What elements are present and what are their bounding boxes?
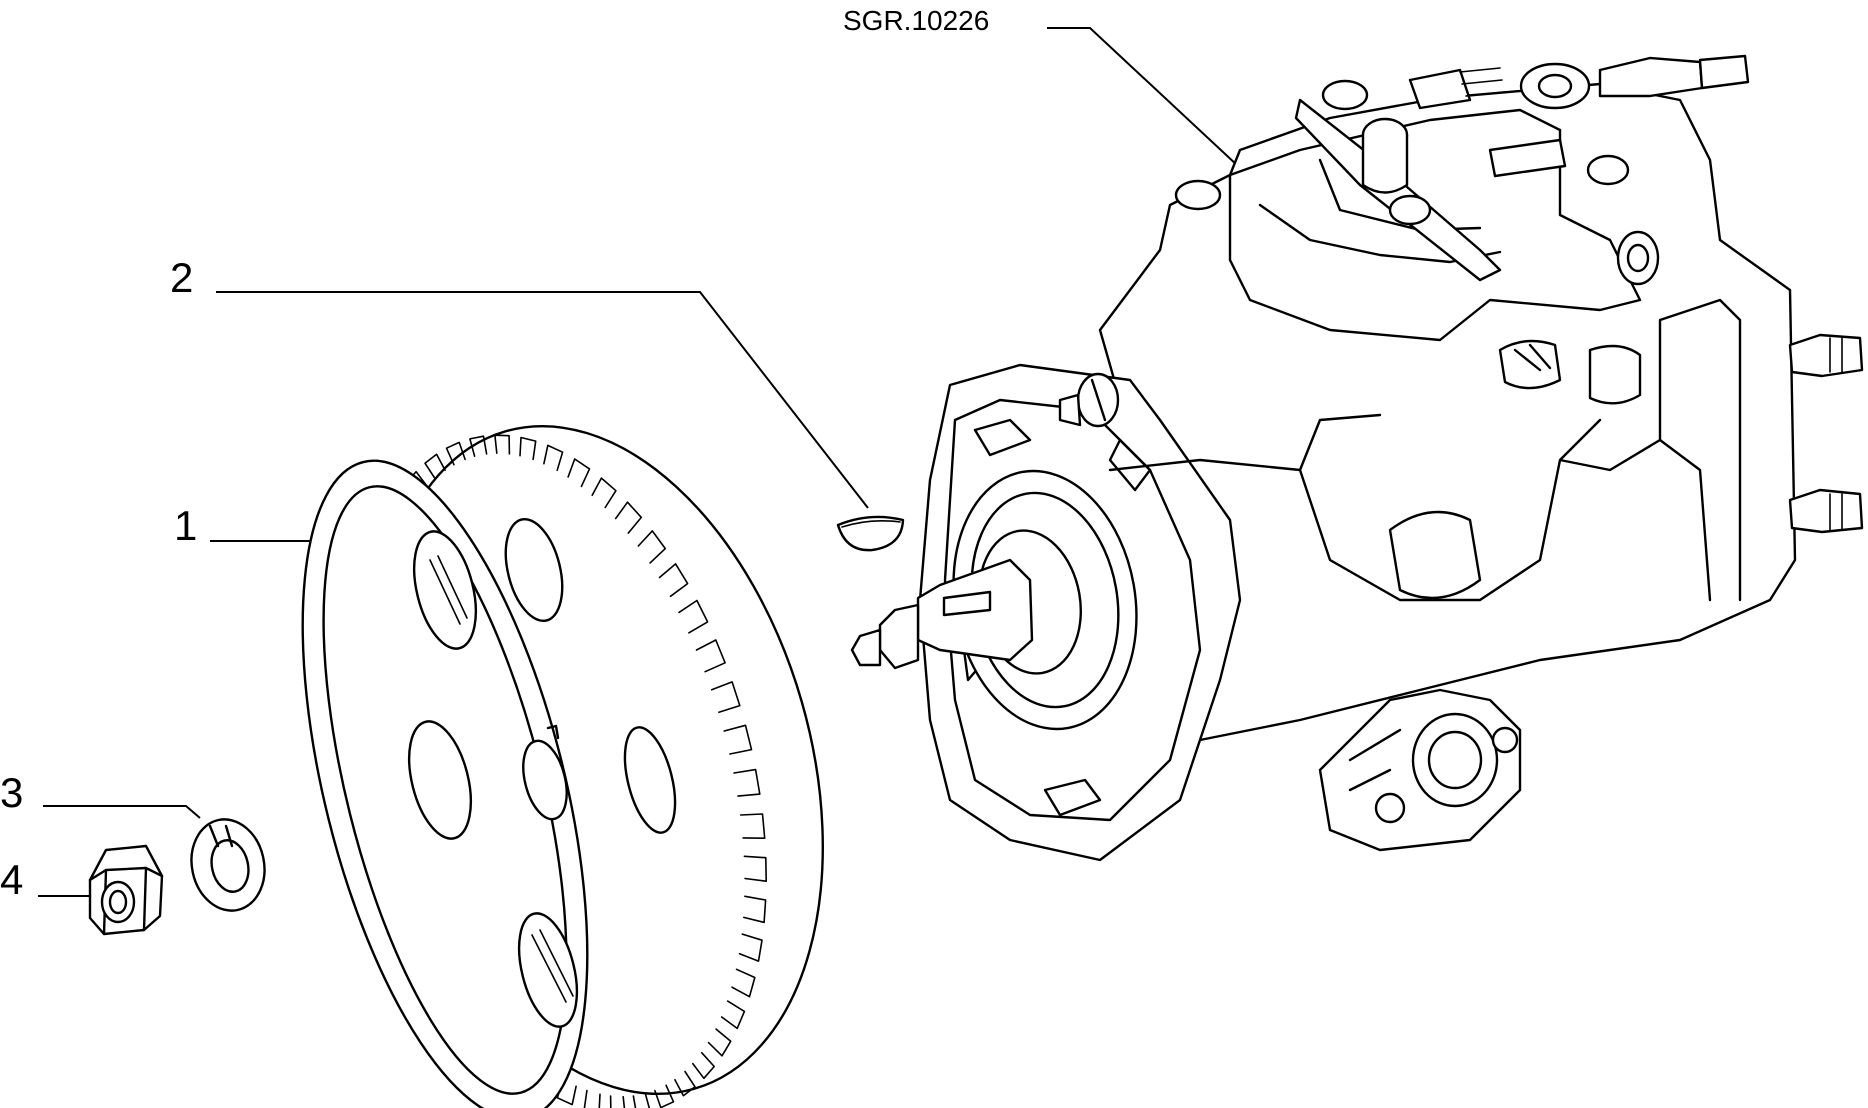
pulley-tooth bbox=[720, 1000, 746, 1030]
lower-solenoid-bracket bbox=[1318, 688, 1522, 852]
pulley-tooth bbox=[695, 639, 726, 673]
pulley-tooth bbox=[567, 458, 591, 488]
pulley-tooth bbox=[731, 968, 756, 998]
timing-belt-pulley bbox=[301, 424, 824, 1108]
callout-3-label: 3 bbox=[0, 769, 23, 816]
pulley-tooth bbox=[739, 813, 766, 839]
pulley-spoke-holes bbox=[407, 517, 677, 1028]
pulley-tooth bbox=[723, 724, 753, 755]
pulley-hub-bore bbox=[522, 739, 568, 821]
pulley-tooth bbox=[743, 855, 767, 882]
pulley-tooth bbox=[678, 599, 709, 634]
spring-washer bbox=[190, 818, 266, 912]
pulley-keyway bbox=[546, 724, 560, 740]
pulley-tooth bbox=[424, 453, 446, 480]
injection-pump-assembly bbox=[850, 54, 1864, 862]
pulley-tooth bbox=[583, 1089, 601, 1108]
callout-4-label: 4 bbox=[0, 856, 23, 903]
pulley-tooth bbox=[494, 434, 511, 455]
side-outlet-fittings bbox=[1588, 333, 1864, 534]
drawing-reference-label: SGR.10226 bbox=[843, 5, 989, 36]
callout-2-label: 2 bbox=[170, 254, 193, 301]
top-fittings bbox=[1174, 54, 1750, 226]
woodruff-key bbox=[836, 515, 905, 552]
pulley-tooth bbox=[692, 1051, 715, 1080]
pulley-tooth bbox=[707, 1028, 732, 1057]
pulley-tooth bbox=[738, 933, 763, 962]
pulley-tooth bbox=[469, 435, 488, 457]
pump-drive-shaft bbox=[850, 558, 1034, 670]
pulley-tooth bbox=[658, 563, 689, 598]
pulley-tooth bbox=[609, 1095, 626, 1108]
callout-2-leader bbox=[216, 291, 869, 509]
pulley-tooth bbox=[654, 1084, 675, 1108]
pulley-tooth bbox=[637, 530, 667, 564]
pulley-tooth bbox=[591, 477, 617, 509]
pulley-tooth bbox=[543, 444, 564, 472]
pulley-tooth bbox=[674, 1070, 696, 1097]
pulley-tooth bbox=[733, 768, 761, 797]
pulley-tooth bbox=[445, 441, 466, 466]
callout-3-leader bbox=[43, 805, 201, 819]
pulley-tooth bbox=[614, 501, 643, 534]
pulley-tooth bbox=[632, 1093, 651, 1108]
hex-nut bbox=[88, 844, 164, 936]
callout-1-label: 1 bbox=[174, 502, 197, 549]
pulley-tooth bbox=[519, 436, 537, 461]
housing-side-bolt bbox=[1058, 372, 1120, 428]
reference-leader-line bbox=[1047, 27, 1239, 167]
pulley-tooth bbox=[710, 681, 741, 714]
pulley-tooth bbox=[743, 895, 767, 924]
